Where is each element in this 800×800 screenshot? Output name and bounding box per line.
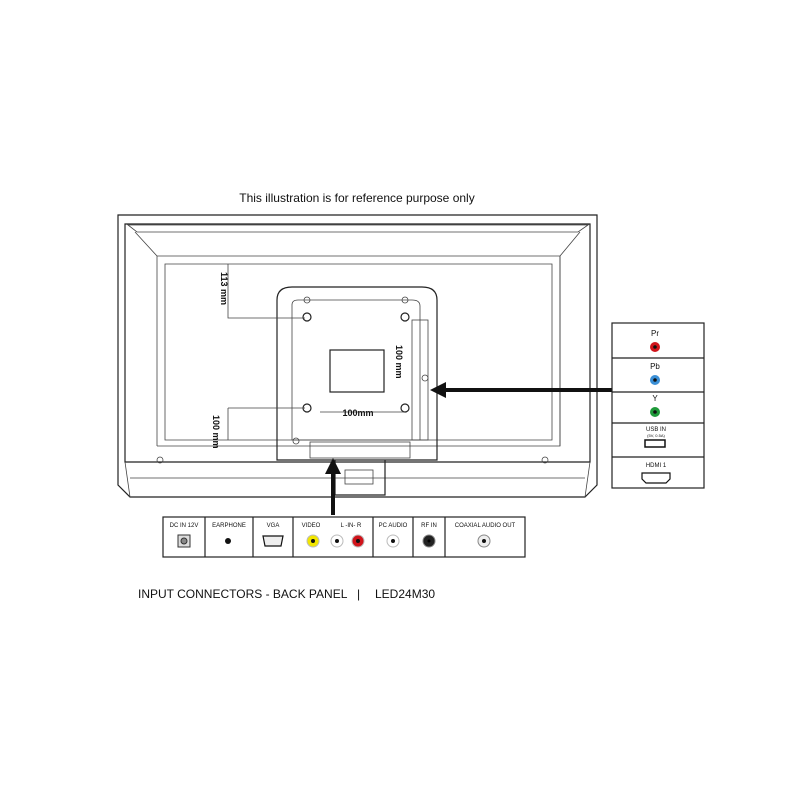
port-audio-lr-label: L -IN- R	[341, 523, 362, 529]
usb-port-icon	[644, 439, 666, 448]
port-coaxial-label: COAXIAL AUDIO OUT	[455, 523, 516, 529]
port-rf-label: RF IN	[421, 523, 437, 529]
port-usb-sublabel: (5V, 0.5A)	[647, 433, 665, 438]
port-vga-label: VGA	[267, 523, 280, 529]
port-pc-audio-label: PC AUDIO	[379, 523, 408, 529]
dim-100mm-left: 100 mm	[211, 415, 221, 449]
port-earphone-label: EARPHONE	[212, 523, 246, 529]
port-pr-label: Pr	[651, 329, 659, 338]
hdmi-port-icon	[641, 472, 671, 484]
port-y-label: Y	[652, 394, 658, 403]
label-area	[329, 349, 385, 393]
arrow-side-panel	[430, 382, 612, 398]
earphone-port-icon	[225, 538, 231, 544]
footer-separator: |	[357, 587, 360, 601]
footer-caption: INPUT CONNECTORS - BACK PANEL	[138, 587, 348, 601]
dim-100mm-vertical: 100 mm	[394, 345, 404, 379]
arrow-bottom-panel	[325, 458, 341, 515]
dim-100mm-horizontal: 100mm	[342, 408, 373, 418]
side-connector-panel: Pr Pb Y USB IN (5V, 0.5A) HDMI 1	[611, 322, 705, 489]
dim-113mm: 113 mm	[219, 272, 229, 305]
port-pb-label: Pb	[650, 362, 660, 371]
vga-port-icon	[262, 535, 284, 547]
port-video-label: VIDEO	[302, 523, 321, 529]
footer-model: LED24M30	[375, 587, 435, 601]
bottom-connector-panel: DC IN 12V EARPHONE VGA VIDEO L -IN- R PC…	[162, 516, 526, 558]
port-hdmi-label: HDMI 1	[646, 463, 667, 469]
tv-back-outline	[117, 214, 598, 498]
reference-note: This illustration is for reference purpo…	[239, 191, 474, 205]
port-usb-label: USB IN	[646, 427, 666, 433]
port-dc-label: DC IN 12V	[170, 523, 199, 529]
